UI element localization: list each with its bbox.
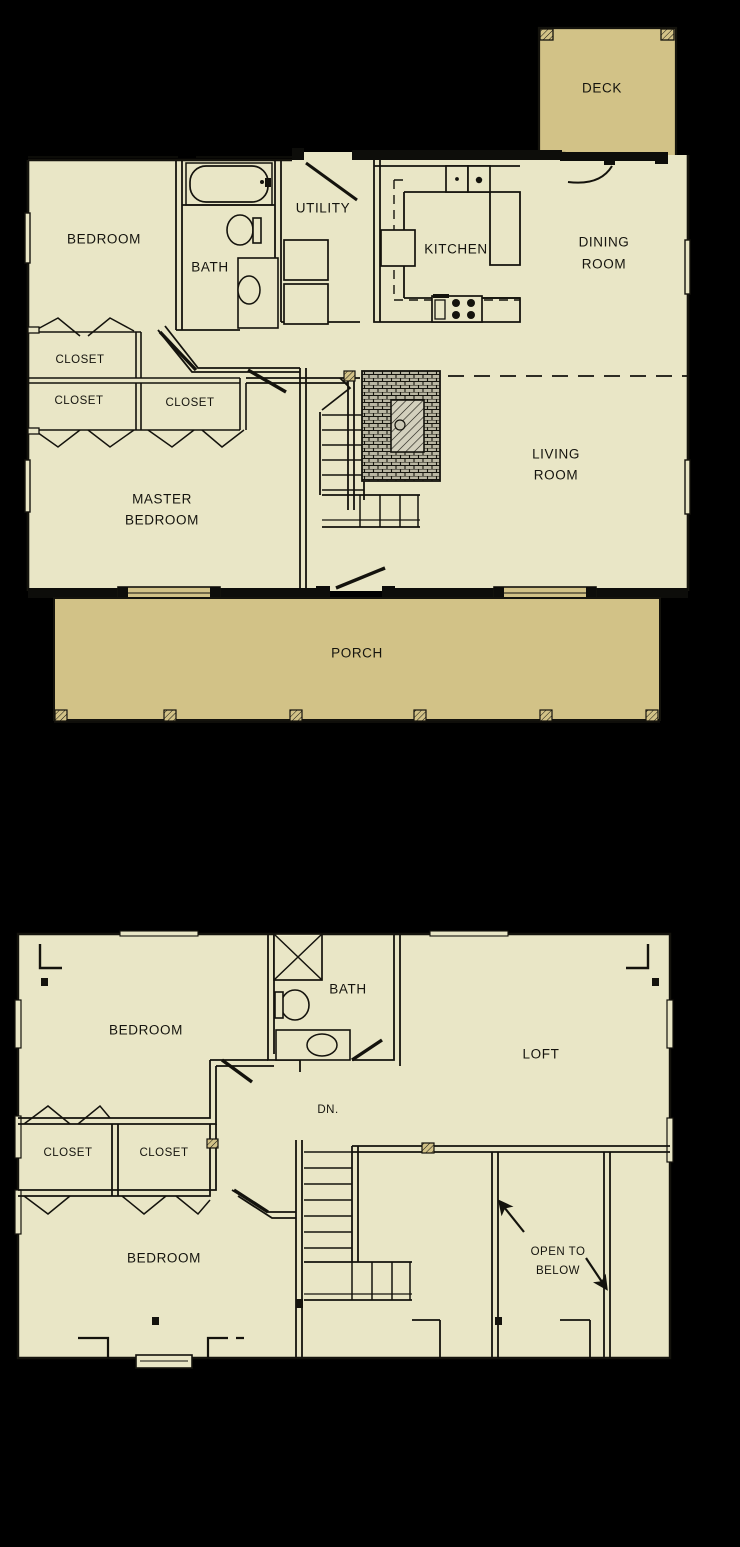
open-to-below-line1: OPEN TO [531,1246,586,1258]
main-floor-interior-fill [28,152,688,591]
stair-down-label: DN. [317,1104,338,1116]
upper-floor-plan: BATH [14,930,674,1369]
room-label-bedroom-lower: BEDROOM [127,1251,201,1266]
window-upper-bedroom-bottom [135,1354,193,1369]
room-label-closet-2: CLOSET [54,395,103,407]
main-floor-exterior-walls [24,155,691,591]
window-front-left [117,586,221,600]
post-marker-upper [206,1138,219,1149]
room-label-porch: PORCH [331,646,383,661]
kitchen-double-sink [445,165,491,193]
porch-area: PORCH [53,597,661,723]
room-label-bath-upper: BATH [329,982,366,997]
closet-arcs-upper [23,1104,211,1216]
post-mark-bedroom [152,1317,159,1325]
bath-upper-area: BATH [267,933,401,1072]
svg-text:LIVING: LIVING [532,447,580,462]
upper-floor-corner-marks [38,944,650,970]
closet-group-main: CLOSET CLOSET CLOSET [27,317,247,448]
bathtub-fixture [185,162,273,206]
room-label-bath: BATH [191,260,228,275]
room-label-closet-1: CLOSET [55,354,104,366]
svg-text:MASTER: MASTER [132,492,192,507]
post-mark-hall [296,1299,303,1308]
utility-door-swing [305,161,358,202]
washer-dryer-fixtures [283,239,329,325]
hall-door-swing-upper [233,1188,269,1214]
shower-stall-fixture [273,933,323,981]
toilet-fixture-upper [274,989,310,1021]
refrigerator-fixture [380,229,416,267]
room-label-deck: DECK [582,81,622,96]
post-marker [343,370,356,382]
room-label-loft: LOFT [523,1047,560,1062]
svg-text:DINING: DINING [579,235,630,250]
room-label-bedroom: BEDROOM [67,232,141,247]
main-floor-top-wall [28,148,668,184]
room-label-closet-upper-right: CLOSET [139,1147,188,1159]
svg-text:BEDROOM: BEDROOM [125,513,199,528]
upper-floor-bottom-stubs [78,1336,244,1358]
bath-door-swing-upper [351,1038,383,1062]
corner-post-left [41,978,48,986]
kitchen-area: KITCHEN [373,160,521,323]
corner-post-right [652,978,659,986]
main-floor-plan: DECK [24,26,691,723]
room-label-closet-3: CLOSET [165,397,214,409]
bedroom-door-swing-upper [220,1058,254,1084]
bedroom-door-swing [158,330,198,372]
room-label-living-room: LIVING ROOM [532,447,580,483]
room-label-kitchen: KITCHEN [424,242,487,257]
toilet-fixture-main [226,214,262,246]
room-label-closet-upper-left: CLOSET [43,1147,92,1159]
svg-text:ROOM: ROOM [534,468,578,483]
fireplace-hearth [361,370,441,482]
open-to-below-framing [352,1145,670,1358]
room-label-bedroom-upper: BEDROOM [109,1023,183,1038]
range-cooktop-fixture [431,294,483,323]
vanity-sink-main [237,257,279,329]
room-label-dining-room: DINING ROOM [579,235,630,272]
entry-door-swing [335,566,386,590]
vanity-sink-upper [275,1029,351,1061]
post-marker-railing [421,1142,435,1154]
room-label-utility: UTILITY [296,201,350,216]
svg-text:ROOM: ROOM [582,257,626,272]
stair-break-line [321,377,352,411]
open-to-below-annotation: OPEN TO BELOW [497,1199,608,1291]
hall-door-swing [247,368,287,394]
open-to-below-line2: BELOW [536,1265,580,1277]
stairs-down-upper: DN. [304,1104,412,1301]
room-label-master-bedroom: MASTER BEDROOM [125,492,199,528]
